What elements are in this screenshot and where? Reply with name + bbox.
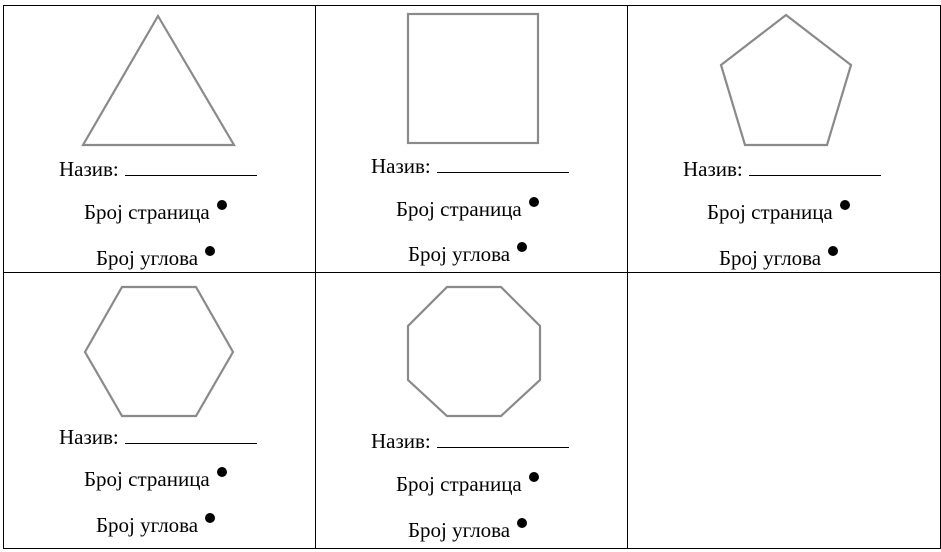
angles-count-row: Број углова bbox=[719, 246, 839, 270]
sides-count-label: Број страница bbox=[84, 200, 210, 224]
name-field: Назив: bbox=[371, 154, 569, 178]
name-field: Назив: bbox=[371, 429, 569, 453]
cell-empty bbox=[627, 272, 941, 549]
name-label: Назив: bbox=[683, 157, 743, 181]
sides-count-row: Број страница bbox=[84, 467, 227, 491]
name-field: Назив: bbox=[59, 425, 257, 449]
angles-count-label: Број углова bbox=[408, 518, 511, 543]
bullet-icon bbox=[216, 467, 227, 478]
bullet-icon bbox=[216, 200, 227, 210]
name-field: Назив: bbox=[683, 157, 881, 181]
hexagon-icon bbox=[83, 286, 235, 420]
bullet-icon bbox=[517, 518, 528, 529]
bullet-icon bbox=[839, 200, 850, 210]
angles-count-label: Број углова bbox=[96, 513, 199, 538]
cell-triangle: Назив: Број страница Број углова bbox=[3, 4, 316, 274]
name-answer-blank[interactable] bbox=[748, 157, 881, 176]
cell-square: Назив: Број страница Број углова bbox=[315, 4, 628, 274]
angles-count-row: Број углова bbox=[408, 242, 528, 266]
angles-count-label: Број углова bbox=[719, 246, 822, 270]
bullet-icon bbox=[205, 246, 216, 256]
shapes-worksheet-table: Назив: Број страница Број углова Назив: … bbox=[3, 4, 941, 549]
angles-count-label: Број углова bbox=[96, 246, 199, 270]
name-answer-blank[interactable] bbox=[436, 154, 569, 173]
bullet-icon bbox=[528, 472, 539, 483]
name-label: Назив: bbox=[59, 157, 119, 181]
worksheet-row-2: Назив: Број страница Број углова Назив: … bbox=[3, 272, 941, 549]
cell-octagon: Назив: Број страница Број углова bbox=[315, 272, 628, 549]
octagon-icon bbox=[406, 286, 542, 420]
sides-count-row: Број страница bbox=[396, 197, 539, 221]
sides-count-row: Број страница bbox=[396, 472, 539, 496]
bullet-icon bbox=[205, 513, 216, 524]
sides-count-row: Број страница bbox=[84, 200, 227, 224]
name-label: Назив: bbox=[371, 154, 431, 178]
name-answer-blank[interactable] bbox=[124, 157, 257, 176]
name-label: Назив: bbox=[59, 425, 119, 450]
name-label: Назив: bbox=[371, 429, 431, 454]
angles-count-row: Број углова bbox=[96, 246, 216, 270]
angles-count-row: Број углова bbox=[408, 518, 528, 543]
name-field: Назив: bbox=[59, 157, 257, 181]
sides-count-label: Број страница bbox=[84, 467, 210, 492]
sides-count-label: Број страница bbox=[396, 472, 522, 497]
angles-count-label: Број углова bbox=[408, 242, 511, 266]
square-icon bbox=[406, 12, 540, 145]
angles-count-row: Број углова bbox=[96, 513, 216, 538]
name-answer-blank[interactable] bbox=[436, 429, 569, 449]
bullet-icon bbox=[528, 197, 539, 207]
sides-count-label: Број страница bbox=[707, 200, 833, 224]
sides-count-label: Број страница bbox=[396, 197, 522, 221]
cell-pentagon: Назив: Број страница Број углова bbox=[627, 4, 941, 274]
bullet-icon bbox=[517, 242, 528, 252]
sides-count-row: Број страница bbox=[707, 200, 850, 224]
triangle-icon bbox=[81, 13, 237, 147]
worksheet-row-1: Назив: Број страница Број углова Назив: … bbox=[3, 4, 941, 274]
cell-hexagon: Назив: Број страница Број углова bbox=[3, 272, 316, 549]
name-answer-blank[interactable] bbox=[124, 425, 257, 445]
pentagon-icon bbox=[719, 13, 853, 148]
bullet-icon bbox=[828, 246, 839, 256]
